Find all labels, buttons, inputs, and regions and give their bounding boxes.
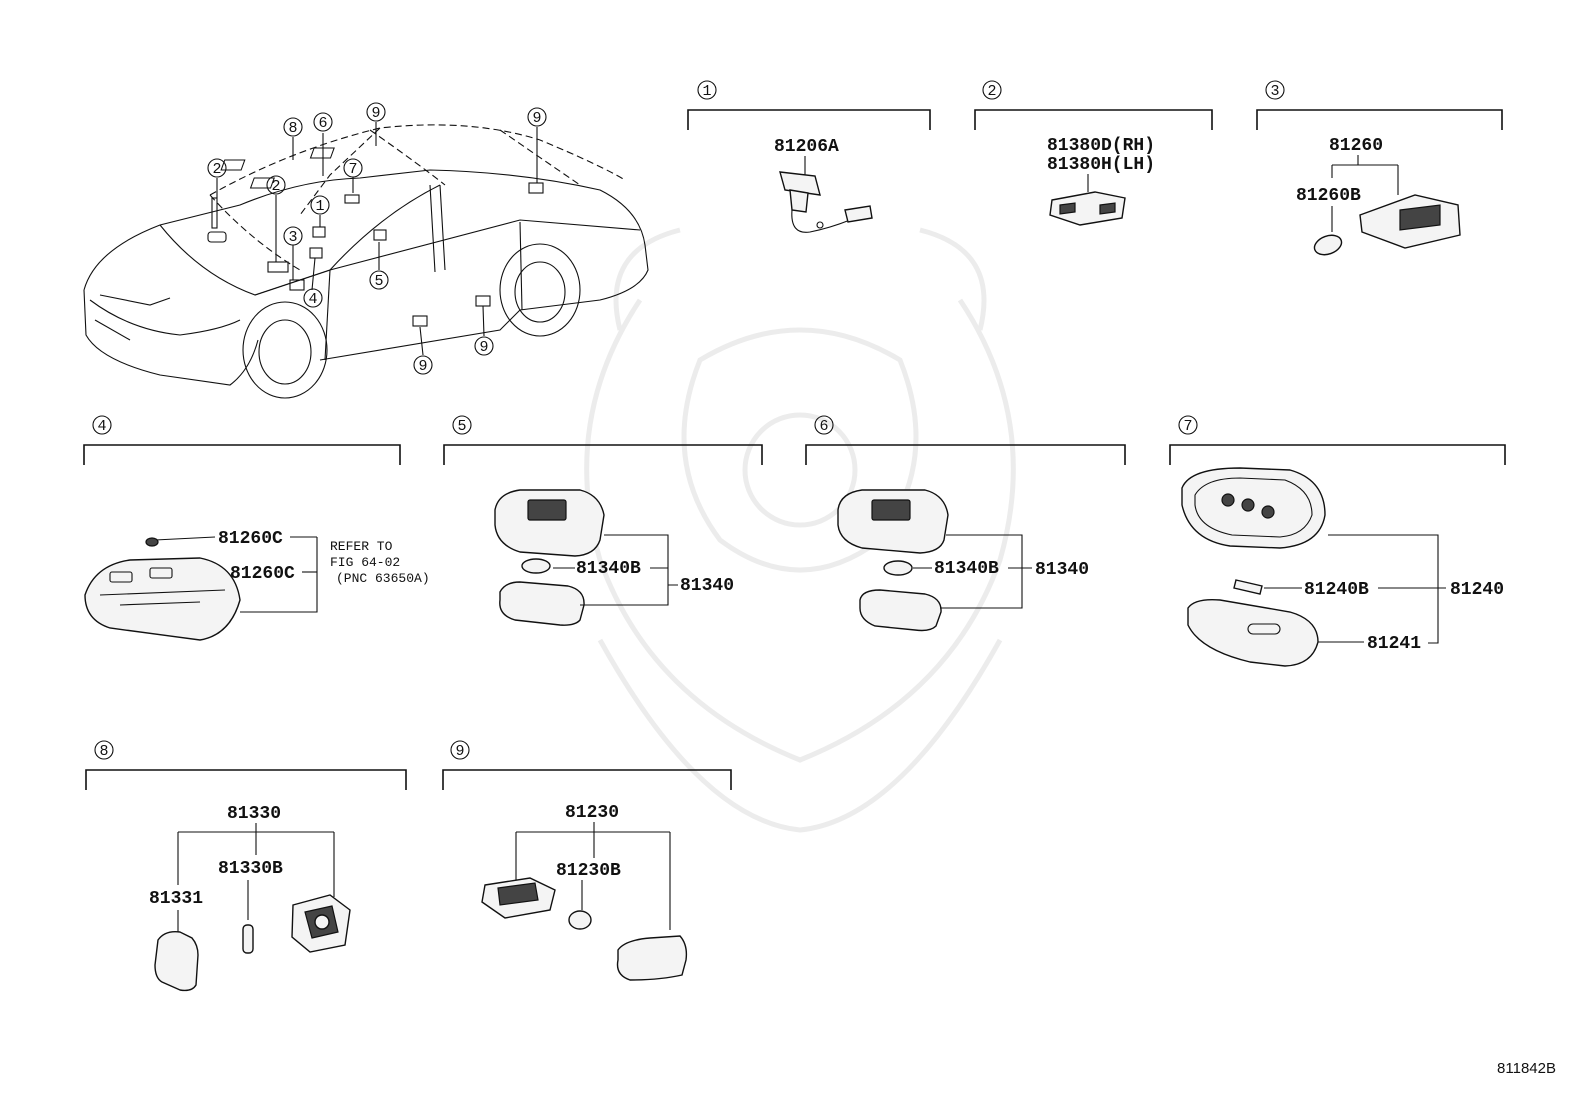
part-number-81241: 81241 (1367, 634, 1421, 654)
svg-text:9: 9 (479, 339, 488, 356)
bulb-part (242, 924, 254, 954)
part-number-81331: 81331 (149, 889, 203, 909)
svg-text:9: 9 (455, 743, 464, 760)
callout-7: 9 (366, 102, 386, 122)
bulb-part (521, 558, 551, 574)
part-number-81230: 81230 (565, 803, 619, 823)
svg-text:6: 6 (318, 115, 327, 132)
lens-part (499, 581, 585, 626)
section-7: 7 81240B 81240 81241 (1169, 415, 1506, 667)
bulb-part (568, 910, 592, 930)
bulb-part (1233, 579, 1263, 595)
part-number-81240: 81240 (1450, 580, 1504, 600)
vanity-lamp-housing-part (494, 489, 605, 557)
svg-text:9: 9 (371, 105, 380, 122)
section-2: 2 81380D(RH) 81380H(LH) (974, 80, 1213, 226)
callout-2a: 2 (207, 158, 227, 178)
refer-note-line2: FIG 64-02 (330, 555, 400, 570)
callout-9d: 9 (474, 336, 494, 356)
part-number-81260c-b: 81260C (230, 564, 295, 584)
svg-text:8: 8 (99, 743, 108, 760)
lens-cover-part (154, 930, 199, 992)
car-callouts: 2 8 6 9 7 9 1 2 3 4 5 9 9 (207, 102, 547, 375)
part-number-81260b: 81260B (1296, 186, 1361, 206)
callout-1: 1 (310, 195, 330, 215)
svg-text:6: 6 (819, 418, 828, 435)
lamp-housing-part (291, 894, 351, 953)
section-6: 6 81340B 81340 (805, 415, 1126, 632)
courtesy-switch-part (779, 171, 873, 233)
car-overview (83, 122, 649, 399)
part-number-81240b: 81240B (1304, 580, 1369, 600)
part-number-81340: 81340 (1035, 560, 1089, 580)
svg-text:2: 2 (987, 83, 996, 100)
section-5: 5 81340B 81340 (443, 415, 763, 626)
part-number-81330: 81330 (227, 804, 281, 824)
diagram-id: 811842B (1497, 1060, 1556, 1077)
bulb-part (883, 560, 913, 576)
lens-part (859, 589, 942, 632)
section-8: 8 81330 81330B 81331 (85, 740, 407, 992)
svg-text:7: 7 (348, 161, 357, 178)
svg-text:8: 8 (288, 120, 297, 137)
lamp-assembly-part (1359, 194, 1461, 249)
callout-9a: 4 (303, 288, 323, 308)
section-index: 1 (702, 83, 711, 100)
part-number-81340b: 81340B (934, 559, 999, 579)
part-number-81340: 81340 (680, 576, 734, 596)
watermark-emblem (584, 227, 1016, 833)
section-9: 9 81230 81230B (442, 740, 732, 981)
svg-text:5: 5 (374, 273, 383, 290)
part-number-81260: 81260 (1329, 136, 1383, 156)
section-1: 1 81206A (687, 80, 931, 233)
bulb-part (1313, 234, 1343, 256)
callout-5: 8 (283, 117, 303, 137)
door-lamp-housing-part (481, 877, 556, 919)
dome-lamp-housing-part (1181, 467, 1326, 549)
bulb-long-part (145, 536, 216, 547)
map-lamp-part (84, 557, 241, 641)
section-4: 4 81260C 81260C REFER TO FIG 64-02 (PNC … (83, 415, 430, 641)
refer-note-line3: (PNC 63650A) (336, 571, 430, 586)
part-number-81260c-a: 81260C (218, 529, 283, 549)
svg-text:4: 4 (97, 418, 106, 435)
svg-text:9: 9 (418, 358, 427, 375)
callout-3: 3 (283, 226, 303, 246)
svg-text:3: 3 (1270, 83, 1279, 100)
callout-2b: 2 (266, 175, 286, 195)
part-number-81206a: 81206A (774, 137, 839, 157)
part-number-81230b: 81230B (556, 861, 621, 881)
svg-text:9: 9 (532, 110, 541, 127)
part-number-81380d: 81380D(RH) (1047, 136, 1155, 156)
door-lamp-part (1049, 191, 1126, 226)
section-3: 3 81260 81260B (1256, 80, 1503, 256)
svg-text:3: 3 (288, 229, 297, 246)
part-number-81340b: 81340B (576, 559, 641, 579)
refer-note-line1: REFER TO (330, 539, 393, 554)
dome-lens-part (1187, 598, 1319, 667)
svg-text:2: 2 (212, 161, 221, 178)
callout-9c: 9 (413, 355, 433, 375)
callout-8: 9 (527, 107, 547, 127)
svg-text:4: 4 (308, 291, 317, 308)
callout-4: 6 (313, 112, 333, 132)
part-number-81380h: 81380H(LH) (1047, 155, 1155, 175)
callout-9b: 5 (369, 270, 389, 290)
callout-6: 7 (343, 158, 363, 178)
svg-text:2: 2 (271, 178, 280, 195)
svg-text:1: 1 (315, 198, 324, 215)
vanity-lamp-housing-part (837, 489, 949, 554)
lens-part (616, 935, 688, 981)
svg-text:5: 5 (457, 418, 466, 435)
part-number-81330b: 81330B (218, 859, 283, 879)
svg-text:7: 7 (1183, 418, 1192, 435)
